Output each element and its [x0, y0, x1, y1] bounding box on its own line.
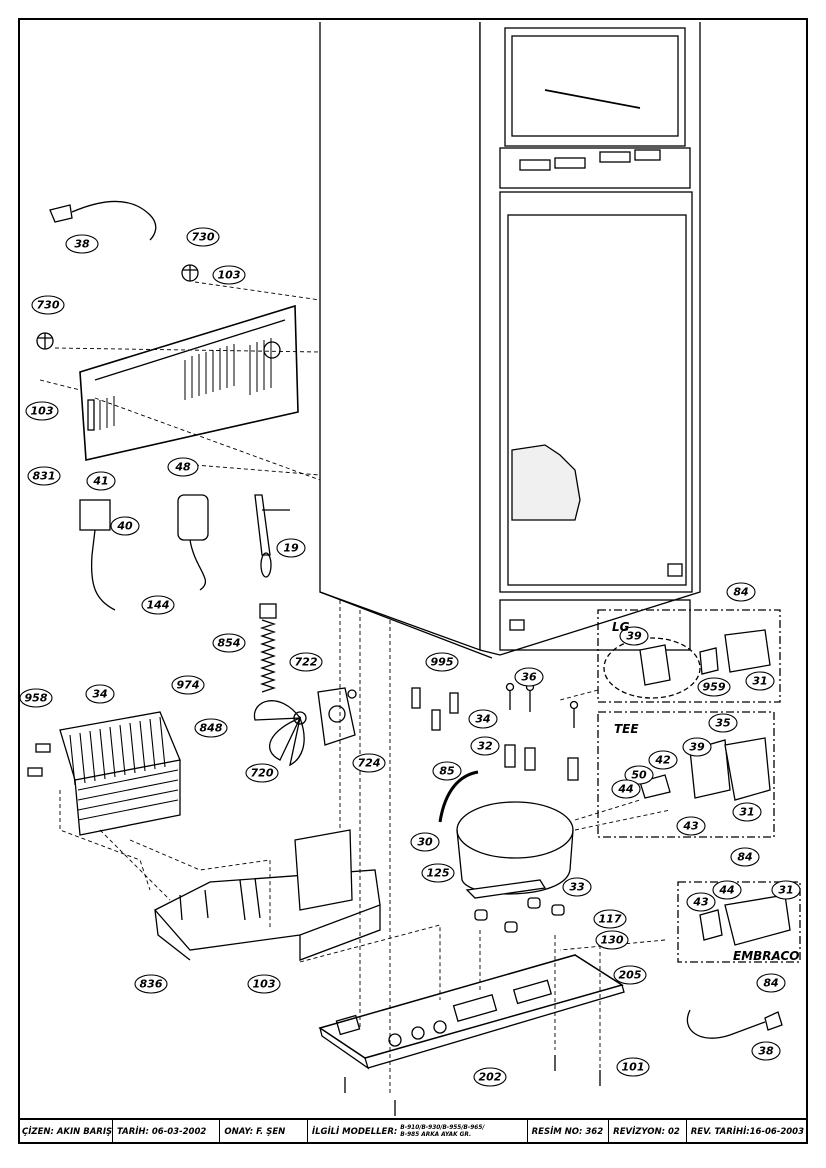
- spacers-995: [411, 687, 459, 731]
- models-line-1: B-910/B-930/B-955/B-965/: [400, 1125, 485, 1131]
- back-cover-panel: [79, 304, 299, 461]
- part-label: 85: [439, 765, 455, 778]
- part-label: 43: [692, 896, 709, 909]
- group-label-tee: TEE: [614, 722, 639, 736]
- group-box-embraco: [677, 881, 801, 963]
- part-label: 32: [477, 740, 493, 753]
- revision-date: REV. TARİHİ:16-06-2003: [690, 1127, 804, 1137]
- fan-blade-720: [253, 700, 307, 767]
- relay-embraco: [699, 894, 791, 946]
- part-label: 730: [192, 231, 215, 244]
- part-label: 103: [253, 978, 276, 991]
- part-label: 39: [626, 630, 642, 643]
- plug-730-b: [36, 332, 54, 350]
- relay-41: [79, 499, 116, 611]
- screws-101: [344, 1055, 601, 1116]
- part-label: 84: [763, 977, 778, 990]
- part-label: 125: [427, 867, 450, 880]
- part-label: 42: [654, 754, 671, 767]
- part-label: 33: [569, 881, 585, 894]
- models-label: İLGİLİ MODELLER:: [311, 1127, 398, 1137]
- capacitor-48: [177, 494, 209, 591]
- fan-motor-724: [317, 687, 357, 746]
- relay-lg: [639, 629, 771, 686]
- part-label: 144: [147, 599, 170, 612]
- part-label: 974: [177, 679, 200, 692]
- part-label: 38: [74, 238, 90, 251]
- part-label: 958: [25, 692, 48, 705]
- part-label: 48: [174, 461, 191, 474]
- part-label: 39: [689, 741, 705, 754]
- part-label: 44: [617, 783, 633, 796]
- leader-lines: [39, 281, 671, 1095]
- part-label: 30: [417, 836, 433, 849]
- part-label: 836: [140, 978, 163, 991]
- models-line-2: B-985 ARKA AYAK GR.: [400, 1132, 472, 1138]
- part-label: 19: [283, 542, 299, 555]
- thermostat-19: [254, 494, 290, 578]
- tray-836: [153, 829, 381, 961]
- part-label: 31: [739, 806, 754, 819]
- part-label: 831: [33, 470, 56, 483]
- part-label: 854: [218, 637, 241, 650]
- part-label: 41: [92, 475, 108, 488]
- grommets-32: [504, 744, 579, 781]
- drawing-number: RESİM NO: 362: [528, 1120, 610, 1144]
- part-label: 101: [622, 1061, 645, 1074]
- part-label: 724: [358, 757, 381, 770]
- part-label: 31: [752, 675, 767, 688]
- grommets-33: [474, 897, 565, 933]
- label-bubbles: [19, 227, 801, 1087]
- drawn-by: ÇİZEN: AKIN BARIŞ: [18, 1120, 113, 1144]
- revision: REVİZYON: 02: [609, 1120, 687, 1144]
- approved-by: ONAY: F. ŞEN: [220, 1120, 308, 1144]
- part-label: 117: [599, 913, 622, 926]
- condenser-848: [59, 711, 181, 836]
- related-models: İLGİLİ MODELLER: B-910/B-930/B-955/B-965…: [308, 1120, 528, 1144]
- part-label: 959: [703, 681, 726, 694]
- group-label-lg: LG: [612, 620, 630, 634]
- mount-958: [27, 743, 51, 777]
- title-block: ÇİZEN: AKIN BARIŞ TARİH: 06-03-2002 ONAY…: [18, 1118, 808, 1144]
- power-cord-top: [49, 200, 157, 241]
- part-label: 36: [521, 671, 537, 684]
- part-label: 202: [479, 1071, 502, 1084]
- part-label: 722: [295, 656, 318, 669]
- date: TARİH: 06-03-2002: [113, 1120, 221, 1144]
- part-label: 84: [733, 586, 748, 599]
- part-label: 34: [475, 713, 490, 726]
- part-label: 730: [37, 299, 60, 312]
- spring-854: [259, 603, 277, 693]
- refrigerator-cabinet: [319, 22, 701, 659]
- part-label: 31: [778, 884, 793, 897]
- part-label: 50: [631, 769, 647, 782]
- part-label: 848: [200, 722, 223, 735]
- part-label: 103: [218, 269, 241, 282]
- group-box-tee: [597, 711, 775, 838]
- part-label: 43: [682, 820, 699, 833]
- part-label: 205: [619, 969, 642, 982]
- part-label: 44: [718, 884, 734, 897]
- drawing-frame: [18, 18, 808, 1144]
- part-label: 103: [31, 405, 54, 418]
- tube-85: [438, 770, 479, 823]
- part-label: 38: [758, 1045, 774, 1058]
- part-label: 35: [715, 717, 731, 730]
- power-cord-bottom: [686, 1009, 783, 1039]
- group-label-embraco: EMBRACO: [733, 949, 799, 963]
- part-label: 84: [737, 851, 752, 864]
- part-label: 995: [431, 656, 454, 669]
- part-label: 40: [116, 520, 133, 533]
- part-label: 34: [92, 688, 107, 701]
- group-box-lg: [597, 609, 781, 703]
- part-label: 130: [601, 934, 624, 947]
- bolts-36: [505, 682, 579, 728]
- plug-730-a: [181, 264, 199, 282]
- base-plate-202: [318, 954, 625, 1070]
- compressor-125: [456, 801, 574, 899]
- part-label: 720: [251, 767, 274, 780]
